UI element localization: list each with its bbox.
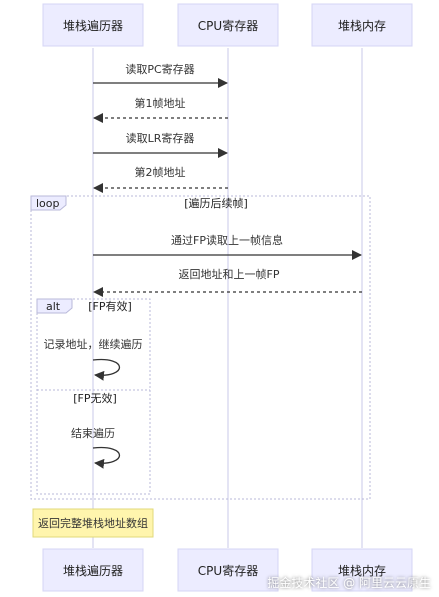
alt-condition-valid: [FP有效] bbox=[88, 299, 132, 313]
participant-label: CPU寄存器 bbox=[198, 18, 258, 33]
message-label: 读取PC寄存器 bbox=[125, 62, 194, 76]
note-box: 返回完整堆栈地址数组 bbox=[32, 508, 154, 538]
message-label: 读取LR寄存器 bbox=[126, 131, 195, 145]
alt-condition-invalid: [FP无效] bbox=[73, 391, 117, 405]
participant-walker-top: 堆栈遍历器 bbox=[42, 3, 144, 47]
message-label: 记录地址，继续遍历 bbox=[44, 337, 143, 351]
participant-cpu-top: CPU寄存器 bbox=[177, 3, 279, 47]
participant-label: 堆栈遍历器 bbox=[63, 18, 123, 33]
self-message-arrow bbox=[92, 358, 121, 381]
message-label: 通过FP读取上一帧信息 bbox=[171, 233, 283, 247]
message-label: 第2帧地址 bbox=[135, 165, 186, 179]
participant-mem-bottom: 堆栈内存 bbox=[311, 548, 413, 592]
participant-label: 堆栈内存 bbox=[338, 18, 386, 33]
message-label: 结束遍历 bbox=[71, 427, 115, 440]
alt-keyword: alt bbox=[46, 300, 61, 313]
message-label: 返回地址和上一帧FP bbox=[179, 267, 280, 281]
watermark-text: 掘金技术社区 @ 阿里云云原生 bbox=[267, 576, 431, 590]
participant-label: CPU寄存器 bbox=[198, 563, 258, 578]
participant-mem-top: 堆栈内存 bbox=[311, 3, 413, 47]
note-text: 返回完整堆栈地址数组 bbox=[38, 516, 148, 530]
message-label: 第1帧地址 bbox=[135, 96, 186, 110]
alt-frame: alt [FP有效] [FP无效] bbox=[36, 298, 151, 495]
participant-label: 堆栈内存 bbox=[338, 563, 386, 578]
loop-keyword: loop bbox=[36, 197, 60, 210]
participant-label: 堆栈遍历器 bbox=[63, 563, 123, 578]
participant-walker-bottom: 堆栈遍历器 bbox=[42, 548, 144, 592]
loop-condition: [遍历后续帧] bbox=[184, 196, 248, 210]
loop-frame: loop [遍历后续帧] bbox=[30, 195, 371, 500]
participant-cpu-bottom: CPU寄存器 bbox=[177, 548, 279, 592]
self-message-arrow bbox=[92, 446, 121, 469]
